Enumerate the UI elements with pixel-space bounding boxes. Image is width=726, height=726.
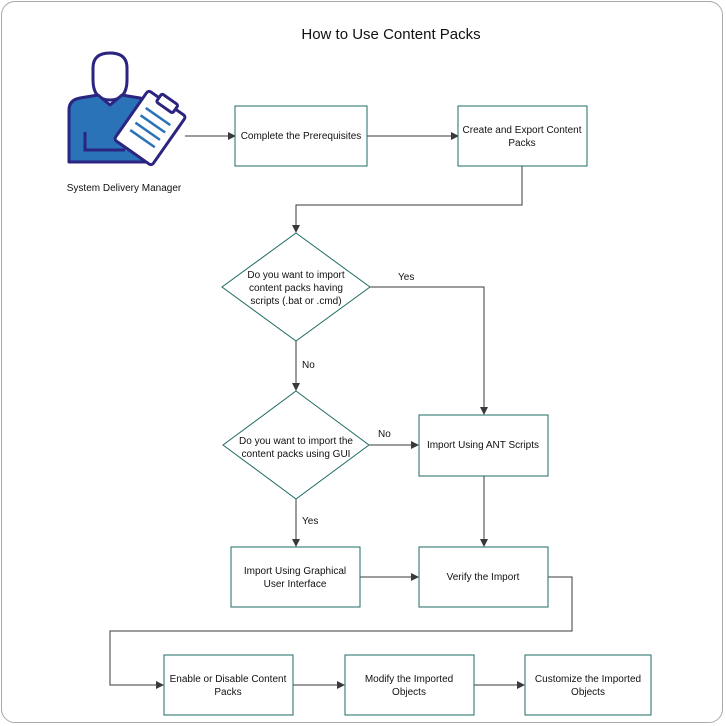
edge-qscripts-yes (370, 286, 488, 415)
edge-label-no: No (378, 429, 391, 440)
svg-text:Create and Export Content: Create and Export Content (463, 125, 582, 136)
svg-text:Packs: Packs (214, 687, 241, 698)
node-enable-disable-content-packs[interactable]: Enable or Disable Content Packs (163, 654, 294, 716)
page-title: How to Use Content Packs (301, 26, 480, 43)
node-modify-imported-objects[interactable]: Modify the Imported Objects (344, 654, 475, 716)
svg-text:content packs using GUI: content packs using GUI (242, 449, 351, 460)
svg-text:Objects: Objects (571, 687, 605, 698)
svg-text:content packs having: content packs having (249, 283, 343, 294)
node-complete-prerequisites[interactable]: Complete the Prerequisites (234, 105, 368, 167)
svg-text:Modify the Imported: Modify the Imported (365, 674, 453, 685)
actor-label: System Delivery Manager (67, 183, 182, 194)
edge-verify-enable (109, 576, 573, 689)
svg-text:scripts (.bat or .cmd): scripts (.bat or .cmd) (250, 296, 341, 307)
svg-text:User Interface: User Interface (264, 579, 327, 590)
node-customize-imported-objects[interactable]: Customize the Imported Objects (524, 654, 652, 716)
node-import-gui[interactable]: Import Using Graphical User Interface (230, 546, 361, 608)
node-verify-import[interactable]: Verify the Import (418, 546, 549, 608)
connectors (109, 132, 573, 689)
edge-create-qscripts (292, 166, 523, 233)
edge-label-yes: Yes (302, 516, 318, 527)
svg-text:Complete the Prerequisites: Complete the Prerequisites (241, 131, 362, 142)
decision-import-scripts[interactable]: Do you want to import content packs havi… (221, 232, 371, 342)
svg-text:Packs: Packs (508, 138, 535, 149)
svg-text:Customize the Imported: Customize the Imported (535, 674, 641, 685)
node-import-ant-scripts[interactable]: Import Using ANT Scripts (418, 414, 549, 477)
node-create-export-content-packs[interactable]: Create and Export Content Packs (457, 105, 588, 167)
svg-text:Import Using Graphical: Import Using Graphical (244, 566, 346, 577)
svg-text:Do you want to import the: Do you want to import the (239, 436, 353, 447)
svg-text:Objects: Objects (392, 687, 426, 698)
user-clipboard-icon (67, 51, 187, 167)
svg-text:Verify the Import: Verify the Import (447, 572, 520, 583)
edge-label-yes: Yes (398, 272, 414, 283)
decision-import-gui[interactable]: Do you want to import the content packs … (222, 390, 370, 500)
svg-text:Import Using ANT Scripts: Import Using ANT Scripts (427, 440, 539, 451)
edge-label-no: No (302, 360, 315, 371)
svg-text:Do you want to import: Do you want to import (247, 270, 344, 281)
svg-text:Enable or Disable Content: Enable or Disable Content (170, 674, 287, 685)
